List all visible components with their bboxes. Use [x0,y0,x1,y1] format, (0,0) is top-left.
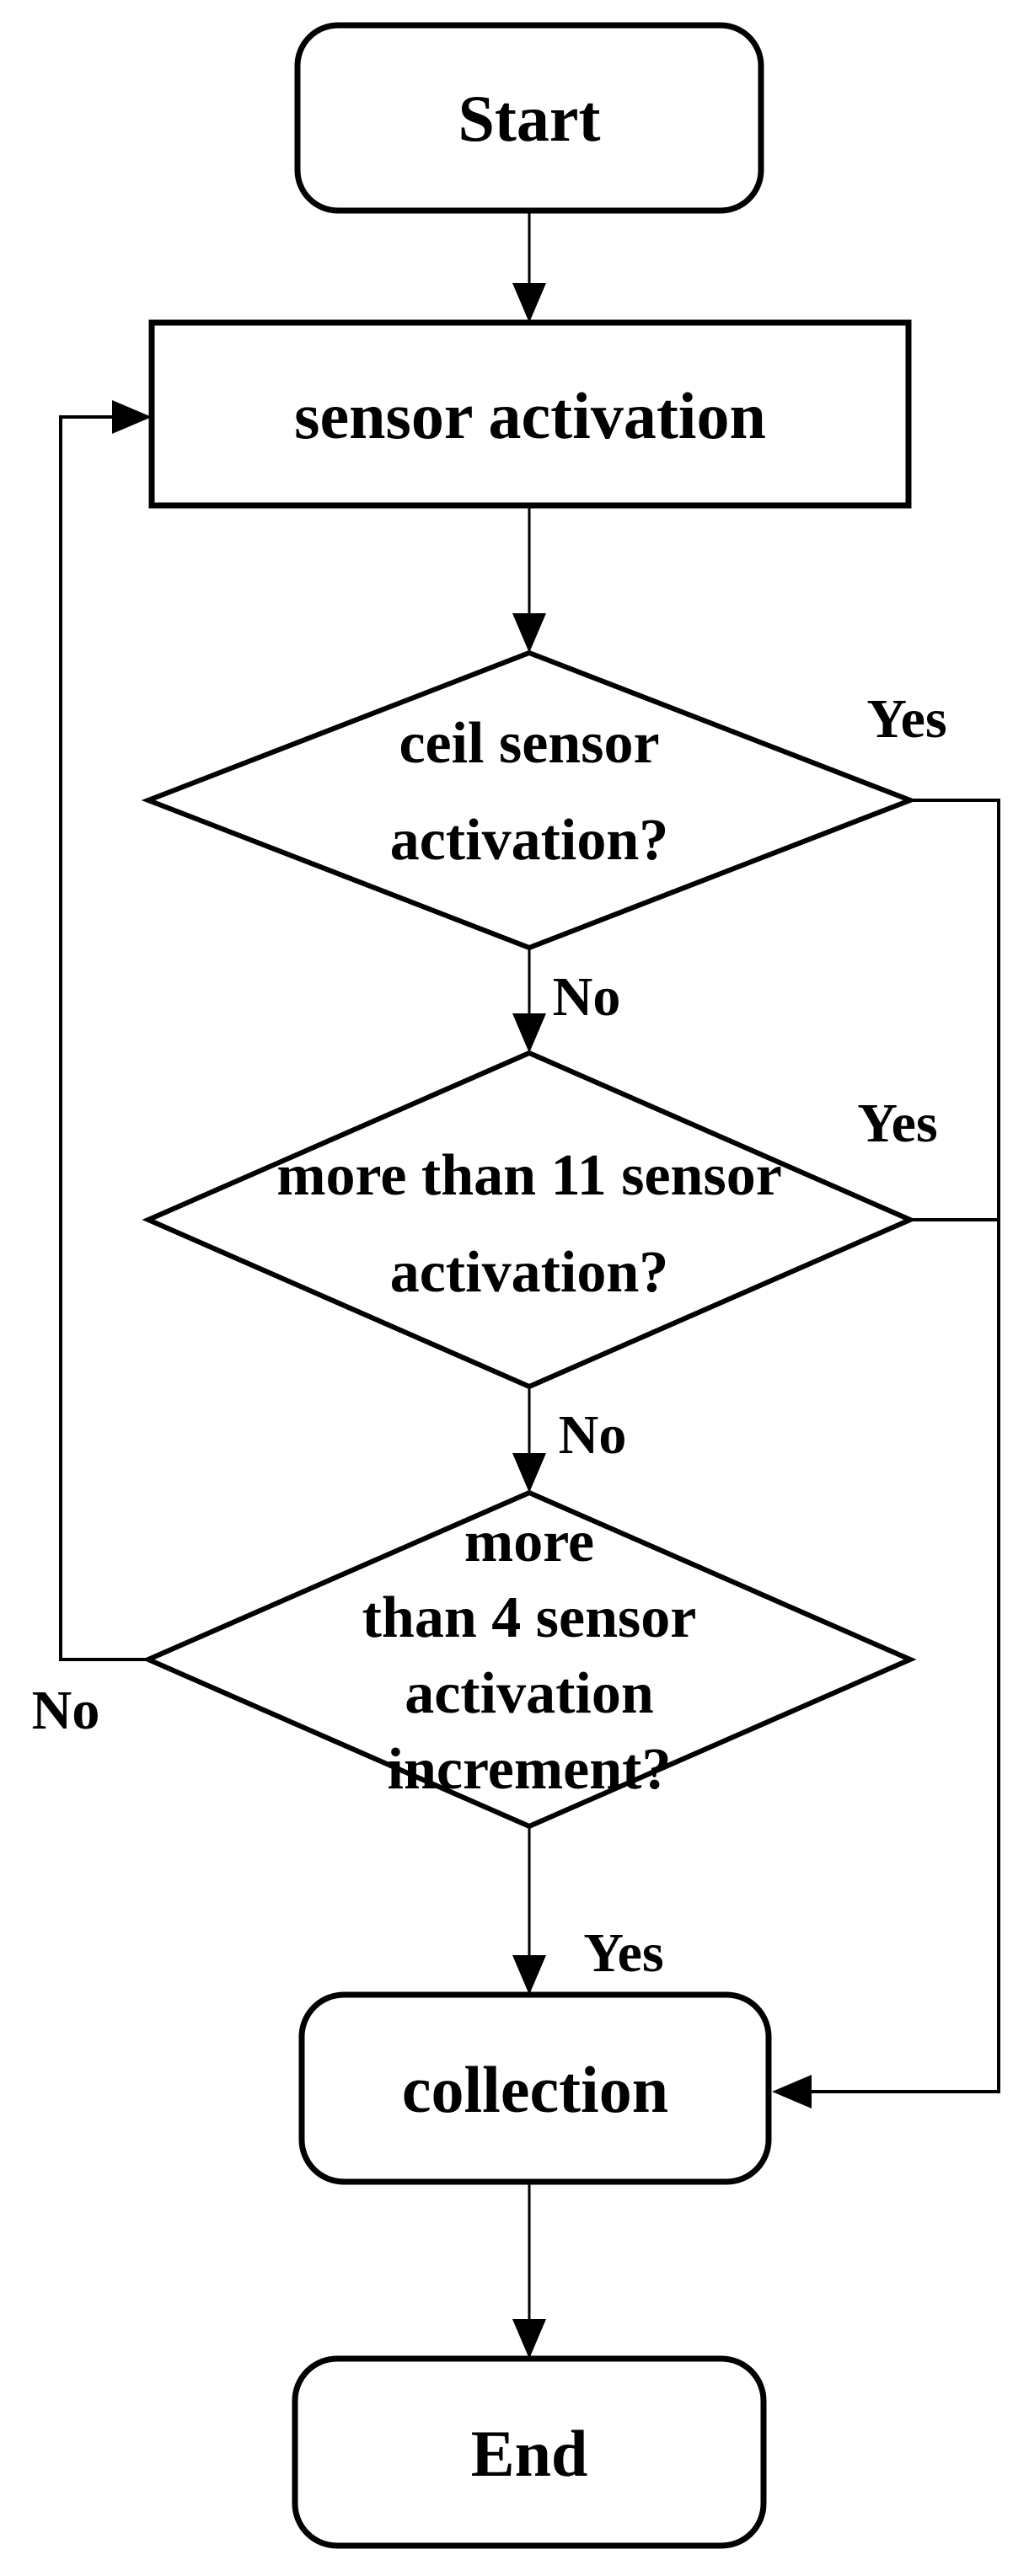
more-than-4-decision-line2: than 4 sensor [362,1585,697,1650]
end-node-label: End [471,2417,588,2490]
arrowhead-into-sensor-top-icon [512,283,546,323]
more-than-4-decision-line4: increment? [388,1737,672,1802]
arrowhead-into-ceil-decision-icon [512,613,546,653]
more-than-4-decision-node [142,1489,917,1830]
collection-node [298,1991,772,2185]
more4-yes-label: Yes [583,1922,663,1984]
more-than-4-decision-line3: activation [405,1661,654,1726]
more-than-11-decision-line2: activation? [390,1240,669,1305]
arrowhead-into-collection-top-icon [512,1955,546,1995]
more-than-4-decision-line1: more [464,1510,594,1574]
more11-yes-label: Yes [857,1093,937,1154]
more-than-11-decision-line1: more than 11 sensor [276,1143,782,1208]
sensor-activation-node-label: sensor activation [294,379,766,452]
ceil-no-label: No [553,966,621,1028]
more11-no-label: No [559,1404,627,1466]
ceil-sensor-decision-line1: ceil sensor [399,711,659,776]
arrowhead-into-collection-right-icon [772,2075,812,2108]
start-node-label: Start [458,82,601,155]
sensor-activation-node [148,319,912,509]
more4-no-label: No [32,1680,100,1741]
arrowhead-into-end-icon [512,2319,546,2359]
more-than-11-decision-node [142,1050,917,1390]
arrowhead-into-more11-decision-icon [512,1013,546,1053]
edge-ceil-yes-rail [812,799,1000,2093]
arrowhead-into-sensor-left-icon [112,400,152,434]
end-node [292,2355,767,2549]
start-node [294,22,764,214]
ceil-sensor-decision-line2: activation? [390,808,669,873]
edge-more4-no-loop [59,415,148,1661]
ceil-sensor-decision-node [141,649,918,951]
arrowhead-into-more4-decision-icon [512,1453,546,1493]
ceil-yes-label: Yes [866,688,946,750]
collection-node-label: collection [402,2053,668,2126]
